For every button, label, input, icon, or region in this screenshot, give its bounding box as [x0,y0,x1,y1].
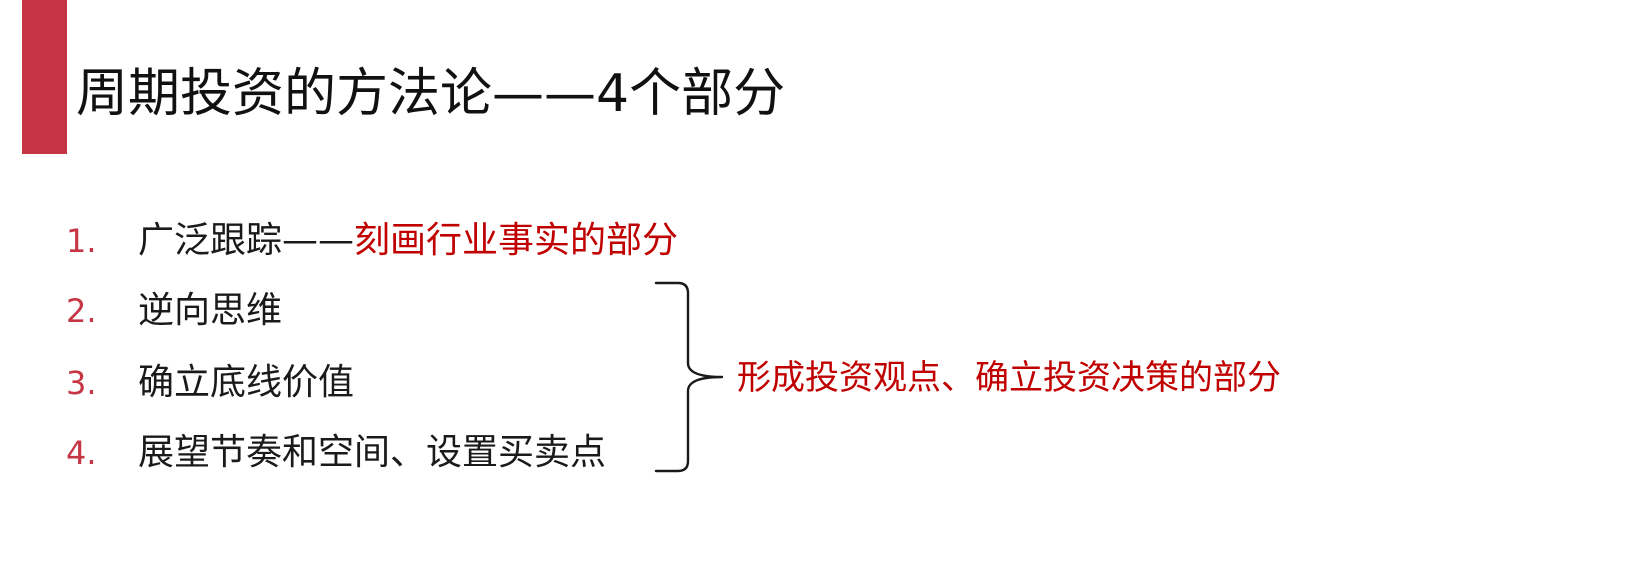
list-item-text: 展望节奏和空间、设置买卖点 [138,432,607,473]
list-item-number: 2. [66,292,97,330]
list-item-label: 广泛跟踪—— [138,220,355,261]
list-item-number: 1. [66,222,97,260]
list-item-number: 4. [66,434,97,472]
list-item-text: 逆向思维 [138,290,283,331]
list-item-text: 广泛跟踪——刻画行业事实的部分 [138,218,678,264]
title-accent-bar [22,0,67,154]
slide-title: 周期投资的方法论——4个部分 [76,64,786,124]
list-item-highlight: 刻画行业事实的部分 [354,220,679,261]
list-item-number: 3. [66,364,97,402]
right-curly-brace [654,281,724,473]
list-item-text: 确立底线价值 [138,362,355,403]
brace-summary-label: 形成投资观点、确立投资决策的部分 [737,358,1281,398]
